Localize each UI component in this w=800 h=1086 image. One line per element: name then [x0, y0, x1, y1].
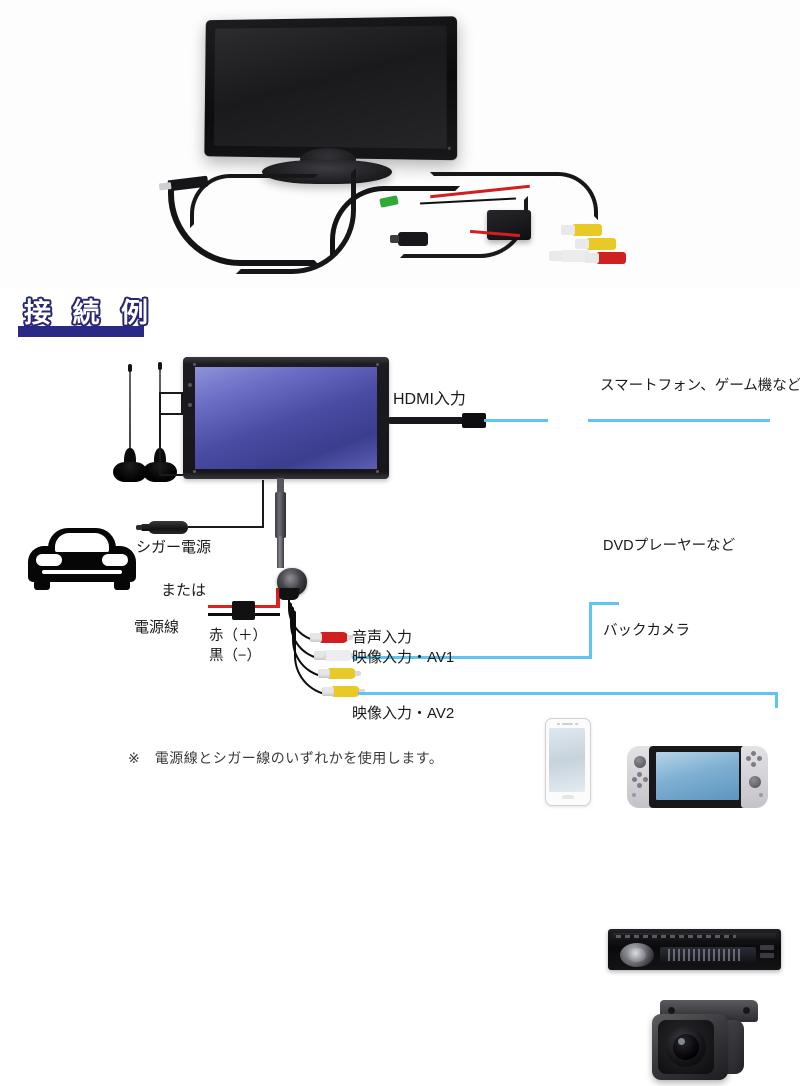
label-back-camera: バックカメラ	[603, 623, 690, 639]
label-video-input-av1: 映像入力・AV1	[352, 649, 455, 666]
car-grille-icon	[42, 570, 122, 574]
footnote: ※ 電源線とシガー線のいずれかを使用します。	[128, 750, 444, 766]
label-dvd-player: DVDプレーヤーなど	[603, 538, 736, 554]
photo-cable-c	[330, 186, 460, 256]
label-audio-input: 音声入力	[352, 629, 413, 646]
icon-car	[28, 528, 136, 590]
rca-connector-white	[314, 650, 357, 661]
hdmi-signal-line-2	[588, 419, 770, 422]
smartphone-home-button	[562, 795, 574, 799]
av1-signal-to-dvd	[589, 602, 619, 605]
game-console-screen	[656, 752, 739, 800]
section-heading-text: 接 続 例	[24, 298, 156, 328]
fuse-block	[232, 601, 255, 620]
dvd-button-2	[760, 953, 774, 958]
photo-dc-jack	[390, 232, 428, 246]
photo-monitor-body	[204, 16, 458, 161]
label-red-plus: 赤（＋）	[209, 628, 267, 644]
cigarette-power-plug	[148, 521, 188, 534]
diagram-monitor-pole	[275, 492, 286, 538]
camera-bracket-hole-left	[668, 1007, 675, 1014]
rca-connector-yellow-av1	[318, 668, 361, 679]
smartphone-sensor-icon	[575, 723, 578, 725]
label-black-minus: 黒（−）	[209, 648, 261, 664]
device-smartphone	[545, 718, 591, 806]
car-windshield-icon	[55, 533, 109, 552]
cig-lead-horz	[188, 526, 264, 528]
av1-signal-vert	[589, 602, 592, 659]
product-photo	[0, 0, 800, 288]
label-smartphone-game: スマートフォン、ゲーム機など	[600, 378, 800, 394]
diagram-monitor-pole-lower	[277, 536, 284, 568]
diagram-monitor-neck	[277, 478, 284, 496]
cig-lead-vert	[262, 480, 264, 528]
camera-bracket-hole-right	[743, 1007, 750, 1014]
dvd-volume-knob-inner	[628, 948, 646, 962]
label-or: または	[161, 582, 207, 599]
game-console-right-controller	[741, 746, 768, 808]
wire-red-to-hub	[276, 588, 280, 607]
hdmi-plug	[462, 413, 486, 428]
smartphone-camera-icon	[557, 723, 560, 725]
connection-diagram: HDMI入力 スマートフォン、ゲーム機など	[0, 340, 800, 1080]
dvd-disc-slot-icon	[616, 935, 736, 938]
monitor-port-icon-1	[188, 383, 192, 387]
device-game-console	[627, 746, 768, 808]
device-dvd-player	[608, 929, 781, 970]
car-headlight-left-icon	[36, 554, 62, 566]
hdmi-signal-line	[484, 419, 548, 422]
dvd-display-text	[668, 949, 740, 961]
monitor-port-icon-2	[188, 403, 192, 407]
av2-signal-horz	[358, 692, 778, 695]
smartphone-screen	[549, 728, 585, 792]
antenna-lead-b-top	[159, 392, 183, 394]
section-heading: 接 続 例	[18, 298, 161, 337]
photo-monitor-led-icon	[447, 146, 451, 150]
label-hdmi-input: HDMI入力	[393, 391, 466, 408]
diagram-monitor	[183, 357, 389, 479]
photo-rca-yellow-2	[575, 238, 616, 250]
av2-signal-vert	[775, 692, 778, 708]
section-heading-bar	[18, 326, 144, 337]
device-back-camera	[640, 1000, 762, 1086]
av1-signal-horz	[352, 656, 592, 659]
car-wheel-left-icon	[34, 578, 50, 590]
label-power-line: 電源線	[134, 619, 180, 636]
camera-lens-glint	[678, 1038, 685, 1045]
antenna-lead-b-vert	[181, 392, 183, 414]
antenna-lead-a-horz	[159, 474, 183, 476]
antenna-lead-a-vert	[159, 392, 161, 476]
photo-rca-yellow-1	[561, 224, 602, 236]
cable-junction-hub-inner	[284, 574, 299, 588]
photo-rca-red	[585, 252, 626, 264]
hdmi-cable	[389, 417, 474, 424]
rca-connector-red	[310, 632, 353, 643]
dvd-button-1	[760, 945, 774, 950]
diagram-monitor-screen	[195, 367, 377, 469]
smartphone-speaker-icon	[562, 723, 573, 725]
photo-monitor-screen	[213, 25, 447, 149]
antenna-lead-b-mid	[159, 413, 183, 415]
label-video-input-av2: 映像入力・AV2	[352, 705, 455, 722]
car-headlight-right-icon	[102, 554, 128, 566]
camera-lens-inner	[673, 1034, 699, 1060]
photo-rca-white	[549, 250, 590, 262]
rca-connector-yellow-av2	[322, 686, 365, 697]
label-cigarette-power: シガー電源	[136, 539, 212, 556]
car-wheel-right-icon	[114, 578, 130, 590]
cigarette-plug-tip	[136, 524, 151, 531]
